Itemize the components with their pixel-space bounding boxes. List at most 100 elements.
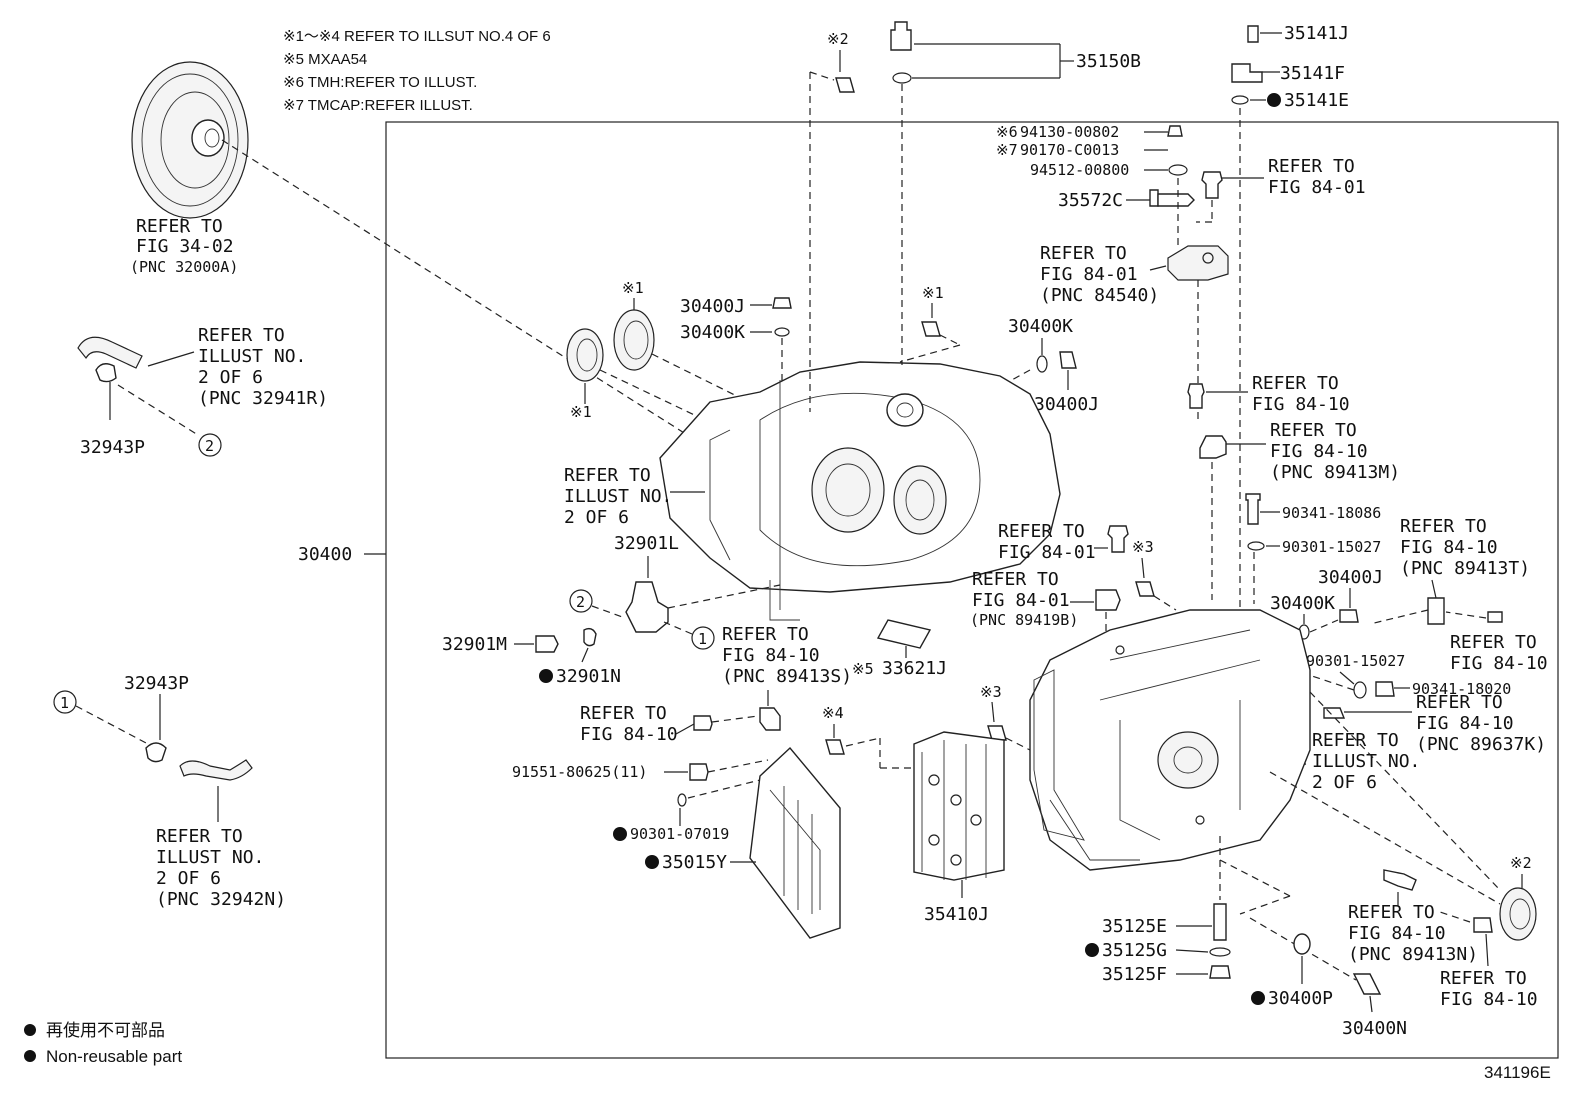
marker-3-lower: ※3 (980, 683, 1002, 701)
svg-text:(PNC 89413T): (PNC 89413T) (1400, 558, 1530, 579)
ref-r6[interactable]: REFER TO FIG 84-01 (PNC 84540) (1040, 243, 1159, 306)
circle-marker-1-center: 1 (691, 626, 715, 650)
svg-text:REFER TO: REFER TO (136, 216, 223, 237)
label-90341-18086[interactable]: 90341-18086 (1282, 504, 1381, 522)
ref-r1[interactable]: REFER TO FIG 34-02 (PNC 32000A) (130, 216, 238, 276)
label-90301-15027-upper[interactable]: 90301-15027 (1282, 538, 1381, 556)
hose-lower-drawing (145, 742, 253, 781)
note-3: ※6 TMH:REFER TO ILLUST. (283, 74, 477, 91)
svg-text:2 OF 6: 2 OF 6 (1312, 772, 1377, 793)
svg-text:FIG 84-10: FIG 84-10 (1400, 537, 1498, 558)
marker-1-seal-bottom: ※1 (570, 403, 592, 421)
label-90301-15027-lower[interactable]: 90301-15027 (1306, 652, 1405, 670)
ref-r14[interactable]: REFER TO ILLUST NO. 2 OF 6 (1312, 730, 1420, 793)
svg-text:FIG 84-10: FIG 84-10 (1270, 441, 1368, 462)
svg-text:2 OF 6: 2 OF 6 (198, 367, 263, 388)
label-35125E[interactable]: 35125E (1102, 916, 1167, 937)
label-35150B[interactable]: 35150B (1076, 51, 1141, 72)
ref-r18[interactable]: REFER TO FIG 84-10 (1440, 968, 1538, 1010)
ref-r4[interactable]: REFER TO ILLUST NO. 2 OF 6 (PNC 32942N) (156, 826, 286, 910)
label-91551-80625[interactable]: 91551-80625(11) (512, 763, 647, 781)
svg-text:FIG 84-01: FIG 84-01 (998, 542, 1096, 563)
svg-text:(PNC 32941R): (PNC 32941R) (198, 388, 328, 409)
svg-text:ILLUST NO.: ILLUST NO. (198, 346, 306, 367)
svg-text:(PNC 89413N): (PNC 89413N) (1348, 944, 1478, 965)
label-32901L[interactable]: 32901L (614, 533, 679, 554)
label-30400K-right[interactable]: 30400K (1008, 316, 1073, 337)
ref-r11[interactable]: REFER TO FIG 84-10 (PNC 89413T) (1400, 516, 1530, 579)
svg-text:FIG 84-01: FIG 84-01 (1040, 264, 1138, 285)
ref-r3[interactable]: REFER TO ILLUST NO. 2 OF 6 (564, 465, 672, 528)
ref-r7[interactable]: REFER TO FIG 84-10 (1252, 373, 1350, 415)
svg-text:REFER TO: REFER TO (722, 624, 809, 645)
transaxle-case-drawing (659, 361, 1061, 621)
label-35125F[interactable]: 35125F (1102, 964, 1167, 985)
ref-r15[interactable]: REFER TO FIG 84-10 (PNC 89413S) (722, 624, 852, 687)
svg-text:(PNC 84540): (PNC 84540) (1040, 285, 1159, 306)
svg-text:REFER TO: REFER TO (1348, 902, 1435, 923)
ref-r5[interactable]: REFER TO FIG 84-01 (1268, 156, 1366, 198)
svg-text:2: 2 (576, 593, 585, 611)
label-35125G[interactable]: 35125G (1102, 940, 1167, 961)
legend-en: Non-reusable part (46, 1047, 182, 1066)
svg-text:REFER TO: REFER TO (198, 325, 285, 346)
label-90170-C0013[interactable]: 90170-C0013 (1020, 141, 1119, 159)
label-30400J-lower[interactable]: 30400J (1318, 567, 1383, 588)
label-94512-00800[interactable]: 94512-00800 (1030, 161, 1129, 179)
ref-r9[interactable]: REFER TO FIG 84-01 (998, 521, 1096, 563)
label-35572C[interactable]: 35572C (1058, 190, 1123, 211)
svg-text:ILLUST NO.: ILLUST NO. (156, 847, 264, 868)
label-32901M[interactable]: 32901M (442, 634, 507, 655)
label-30400[interactable]: 30400 (298, 544, 352, 565)
label-32943P-lower[interactable]: 32943P (124, 673, 189, 694)
svg-text:REFER TO: REFER TO (998, 521, 1085, 542)
svg-text:FIG 84-10: FIG 84-10 (1450, 653, 1548, 674)
label-90341-18020[interactable]: 90341-18020 (1412, 680, 1511, 698)
label-90301-07019[interactable]: 90301-07019 (630, 825, 729, 843)
transaxle-housing-drawing (1029, 609, 1311, 871)
svg-text:REFER TO: REFER TO (1400, 516, 1487, 537)
label-35141E[interactable]: 35141E (1284, 90, 1349, 111)
label-30400J-upper[interactable]: 30400J (680, 296, 745, 317)
label-30400K-lower[interactable]: 30400K (1270, 593, 1335, 614)
svg-text:REFER TO: REFER TO (1270, 420, 1357, 441)
label-30400K-upper[interactable]: 30400K (680, 322, 745, 343)
marker-3-upper: ※3 (1132, 538, 1154, 556)
legend: 再使用不可部品 Non-reusable part (24, 1020, 182, 1066)
svg-text:FIG 84-10: FIG 84-10 (722, 645, 820, 666)
label-35410J[interactable]: 35410J (924, 904, 989, 925)
label-32943P-upper[interactable]: 32943P (80, 437, 145, 458)
svg-text:2: 2 (205, 437, 214, 455)
torque-converter-drawing (131, 61, 249, 233)
svg-text:ILLUST NO.: ILLUST NO. (1312, 751, 1420, 772)
ref-r2[interactable]: REFER TO ILLUST NO. 2 OF 6 (PNC 32941R) (198, 325, 328, 409)
svg-text:REFER TO: REFER TO (1312, 730, 1399, 751)
label-30400N[interactable]: 30400N (1342, 1018, 1407, 1039)
ref-r13[interactable]: REFER TO FIG 84-10 (PNC 89637K) (1416, 692, 1546, 755)
svg-text:(PNC 32000A): (PNC 32000A) (130, 258, 238, 276)
label-32901N[interactable]: 32901N (556, 666, 621, 687)
ref-r16[interactable]: REFER TO FIG 84-10 (580, 703, 678, 745)
marker-1-bolt: ※1 (922, 284, 944, 302)
ref-r12[interactable]: REFER TO FIG 84-10 (1450, 632, 1548, 674)
label-33621J[interactable]: 33621J (882, 658, 947, 679)
ref-r8[interactable]: REFER TO FIG 84-10 (PNC 89413M) (1270, 420, 1400, 483)
label-94130-00802[interactable]: 94130-00802 (1020, 123, 1119, 141)
label-35141F[interactable]: 35141F (1280, 63, 1345, 84)
label-35141J[interactable]: 35141J (1284, 23, 1349, 44)
circle-marker-2-center: 2 (569, 589, 593, 613)
ref-r17[interactable]: REFER TO FIG 84-10 (PNC 89413N) (1348, 902, 1478, 965)
ref-r10[interactable]: REFER TO FIG 84-01 (PNC 89419B) (970, 569, 1078, 629)
svg-text:1: 1 (698, 630, 707, 648)
notes-block: ※1～※4 REFER TO ILLSUT NO.4 OF 6 ※5 MXAA5… (283, 28, 551, 114)
label-30400P[interactable]: 30400P (1268, 988, 1333, 1009)
note-4: ※7 TMCAP:REFER ILLUST. (283, 97, 473, 114)
svg-text:FIG 84-10: FIG 84-10 (580, 724, 678, 745)
svg-text:FIG 84-01: FIG 84-01 (1268, 177, 1366, 198)
svg-text:FIG 84-10: FIG 84-10 (1348, 923, 1446, 944)
diagram-id: 341196E (1484, 1063, 1551, 1082)
svg-text:REFER TO: REFER TO (1268, 156, 1355, 177)
marker-6: ※6 (996, 123, 1018, 141)
label-30400J-right[interactable]: 30400J (1034, 394, 1099, 415)
label-35015Y[interactable]: 35015Y (662, 852, 727, 873)
